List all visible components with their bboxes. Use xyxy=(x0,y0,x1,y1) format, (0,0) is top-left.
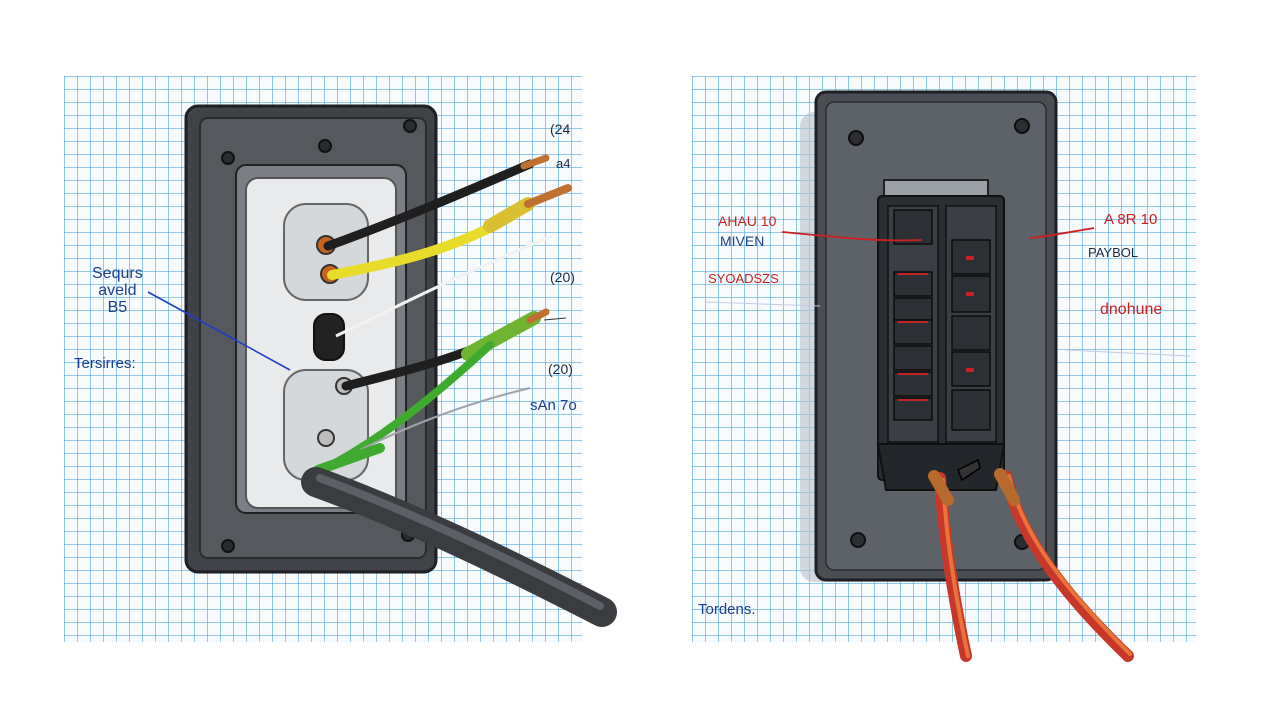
breaker-housing-bottom xyxy=(876,443,1006,491)
plate-screw-top-right xyxy=(1014,118,1030,134)
black-wire-top xyxy=(323,159,535,251)
right-left-label-3: SYOADSZS xyxy=(708,271,779,286)
white-wire xyxy=(335,234,553,338)
callout-main-label: Sequrs aveld B5 xyxy=(92,265,143,316)
bottom-label-tordens: Tordens. xyxy=(698,601,756,618)
screw-top-left xyxy=(221,151,235,165)
main-gray-cable xyxy=(301,467,617,627)
breaker-right-5 xyxy=(951,389,991,431)
screw-top-mid xyxy=(318,139,332,153)
breaker-left-2 xyxy=(893,271,933,297)
thin-white-wire xyxy=(359,387,531,451)
breaker-left-1 xyxy=(893,209,933,245)
code-label-middle: (20) xyxy=(550,269,575,285)
plate-screw-top-left xyxy=(848,130,864,146)
left-short-tick xyxy=(543,317,567,321)
green-wire-sleeve xyxy=(461,311,541,361)
cable-grommet xyxy=(313,313,345,361)
breaker-left-4 xyxy=(893,319,933,345)
screw-bottom-left xyxy=(221,539,235,553)
copper-tip-yellow xyxy=(524,184,572,208)
yellow-wire-sleeve xyxy=(483,197,535,233)
plate-screw-bottom-left xyxy=(850,532,866,548)
code-label-top: (24 xyxy=(550,121,571,137)
right-left-label-2: MIVEN xyxy=(720,233,765,249)
breaker-left-6 xyxy=(893,371,933,397)
breaker-right-2 xyxy=(951,275,991,313)
right-copper-end xyxy=(994,468,1020,506)
right-left-label-1: AHAU 10 xyxy=(718,213,777,229)
callout-line-3: B5 xyxy=(107,298,128,316)
left-tick-line xyxy=(705,301,821,307)
callout-line-1: Sequrs xyxy=(92,265,143,282)
copper-tip-top xyxy=(520,154,550,170)
terminal-4 xyxy=(317,429,335,447)
breaker-right-1-red-dot xyxy=(966,256,974,260)
bottom-label-san: sAn 7o xyxy=(530,397,577,414)
green-wire-lower xyxy=(313,443,385,475)
main-gray-cable-highlight xyxy=(316,474,604,610)
breaker-left-5 xyxy=(893,345,933,371)
breaker-left-3 xyxy=(893,297,933,321)
right-red-callout-line xyxy=(1029,227,1095,239)
left-red-callout-line xyxy=(781,231,923,242)
callout-line-2: aveld xyxy=(98,281,137,299)
right-tick-line xyxy=(1065,349,1191,357)
right-right-label-2: PAYBOL xyxy=(1088,245,1139,260)
breaker-right-3 xyxy=(951,315,991,351)
breaker-right-2-red-dot xyxy=(966,292,974,296)
right-right-label-1: A 8R 10 xyxy=(1104,211,1158,228)
side-label-tersirres: Tersirres: xyxy=(74,355,136,372)
screw-top-right xyxy=(403,119,417,133)
left-callout-line xyxy=(147,291,291,371)
small-label-a4: a4 xyxy=(556,156,571,171)
breaker-left-7 xyxy=(893,397,933,421)
breaker-right-4-red-dot xyxy=(966,368,974,372)
code-label-bottom: (20) xyxy=(548,361,573,377)
side-label-dnohune: dnohune xyxy=(1100,301,1163,318)
copper-tip-green xyxy=(526,308,550,324)
breaker-key xyxy=(957,458,981,482)
left-copper-end xyxy=(928,470,954,506)
